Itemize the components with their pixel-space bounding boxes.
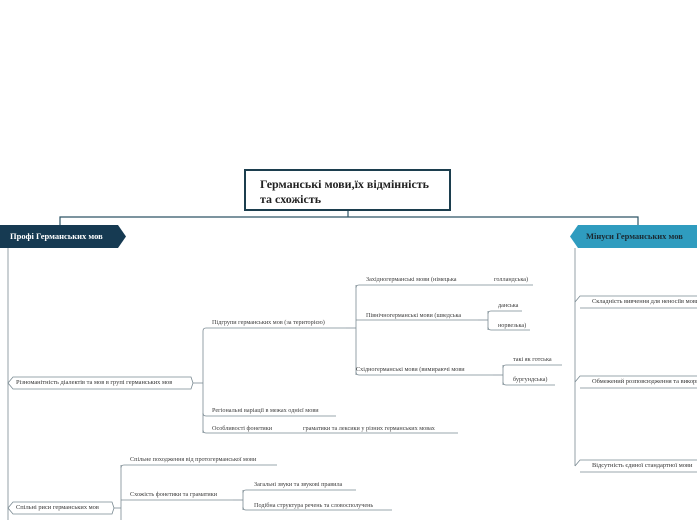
- main-topic-cons[interactable]: Мінуси Германських мов: [570, 225, 697, 248]
- topic-similarity-item-1[interactable]: Загальні звуки та звукові правила: [254, 481, 343, 488]
- topic-cons-limited[interactable]: Обмежений розповсюдження та використання: [592, 378, 697, 385]
- topic-cons-no-standard[interactable]: Відсутність єдиної стандартної мови: [592, 462, 693, 469]
- topic-common-origin[interactable]: Спільне походження від протогерманської …: [130, 456, 257, 463]
- topic-similarity-item-2[interactable]: Подібна структура речень та словосполуче…: [254, 502, 374, 509]
- topic-east-germanic[interactable]: Східногерманські мови (вимираючі мови: [356, 366, 465, 373]
- right-connectors: [574, 248, 697, 473]
- topic-north-germanic[interactable]: Північногерманські мови (шведська: [366, 312, 462, 319]
- topic-north-item-2[interactable]: норвезька): [498, 322, 527, 329]
- left-connectors: [7, 248, 562, 520]
- topic-phonetics-extra[interactable]: граматики та лексики у різних германськи…: [303, 425, 435, 432]
- topic-north-item-1[interactable]: данська: [498, 302, 519, 309]
- topic-west-germanic-extra[interactable]: голландська): [494, 276, 529, 283]
- topic-similarity[interactable]: Схожість фонетики та граматики: [130, 491, 218, 498]
- topic-east-item-1[interactable]: такі як готська: [513, 356, 552, 363]
- topic-phonetics[interactable]: Особливості фонетики: [212, 425, 273, 432]
- topic-cons-difficulty[interactable]: Складність вивчення для неносіїв мови: [592, 298, 697, 305]
- topic-common-features[interactable]: Спільні риси германських мов: [16, 504, 99, 511]
- main-topic-pros[interactable]: Профі Германських мов: [0, 225, 126, 248]
- topic-regional[interactable]: Регіональні варіації в межах однієї мови: [212, 407, 319, 414]
- topic-east-item-2[interactable]: бургундська): [513, 376, 548, 383]
- central-topic[interactable]: Германські мови,їх відмінність та схожіс…: [244, 169, 451, 211]
- main-connectors: [59, 211, 639, 225]
- topic-subgroups[interactable]: Підгрупи германських мов (за територією): [212, 319, 325, 326]
- topic-west-germanic[interactable]: Західногерманські мови (німецька: [366, 276, 457, 283]
- topic-diversity[interactable]: Різноманітність діалектів та мов в групі…: [16, 379, 173, 386]
